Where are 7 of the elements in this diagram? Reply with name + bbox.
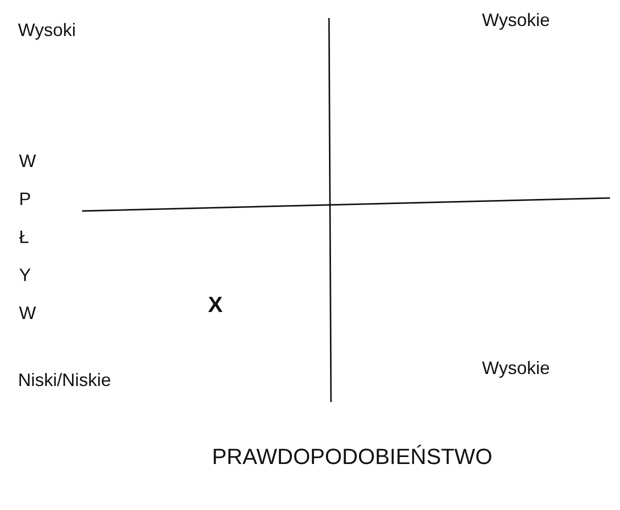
axis-end-label: Niski/Niskie	[18, 370, 112, 391]
marker-label: X	[208, 292, 223, 318]
horizontal-axis-title: PRAWDOPODOBIEŃSTWO	[212, 444, 492, 470]
quadrant-label: Wysokie	[482, 10, 550, 31]
vertical-axis-title: WPŁYW	[19, 150, 37, 325]
axis-end-label: Wysoki	[18, 20, 76, 41]
quadrant-label: Wysokie	[482, 358, 550, 379]
